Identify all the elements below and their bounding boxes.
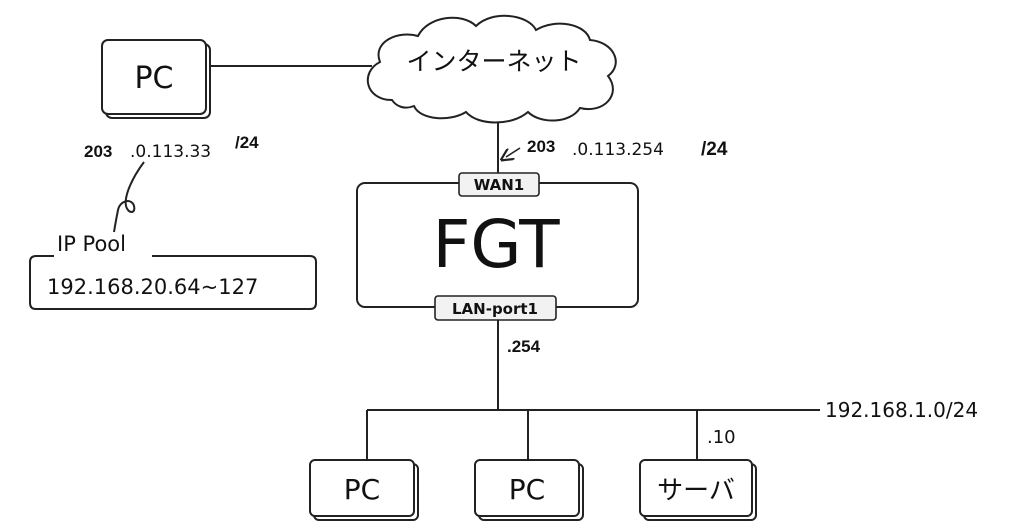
lan-gateway-ip: .254 xyxy=(507,337,541,356)
wan-ip-rest: .0.113.254 xyxy=(572,140,664,160)
cloud-shape xyxy=(366,14,617,124)
fgt-device: FGT WAN1 LAN-port1 xyxy=(356,172,639,321)
fgt-label: FGT xyxy=(432,206,560,283)
lan-network-label: 192.168.1.0/24 xyxy=(825,398,978,422)
cloud-label: インターネット xyxy=(406,47,581,76)
lan-pc-1: PC xyxy=(309,459,419,521)
lan-pc-2-label: PC xyxy=(509,473,545,506)
wan-ip-mask: /24 xyxy=(701,139,728,160)
remote-pc-ip-prefix: 203 xyxy=(84,142,112,161)
remote-pc-ip-mask: /24 xyxy=(235,133,259,152)
wan-ip: 203 .0.113.254 /24 xyxy=(506,137,728,160)
lan-pc-2-box xyxy=(474,459,580,517)
internet-cloud: インターネット xyxy=(366,14,617,124)
wan-port-label: WAN1 xyxy=(474,176,524,194)
lan-pc-1-label: PC xyxy=(344,473,380,506)
remote-pc-ip-rest: .0.113.33 xyxy=(130,142,211,162)
remote-pc-label: PC xyxy=(134,61,173,96)
lan-port-label: LAN-port1 xyxy=(452,300,538,318)
lan-port-tag xyxy=(434,295,557,321)
lan-server-ip: .10 xyxy=(707,427,736,448)
remote-pc-box xyxy=(101,39,207,115)
wan-ip-arrow xyxy=(506,147,521,157)
ip-pool-range: 192.168.20.64~127 xyxy=(47,275,258,299)
lan-server-label: サーバ xyxy=(657,476,735,506)
wan-port-tag xyxy=(458,172,540,197)
ip-pool-connector xyxy=(113,161,145,233)
remote-pc-ip: 203 .0.113.33 /24 xyxy=(84,133,259,162)
lan-pc-1-box xyxy=(309,459,415,517)
ip-pool: IP Pool 192.168.20.64~127 xyxy=(29,232,317,310)
ip-pool-border xyxy=(29,255,317,310)
wan-ip-prefix: 203 xyxy=(527,137,555,156)
connection-lines xyxy=(207,65,820,460)
lan-server-box xyxy=(639,459,753,517)
lan-server: サーバ xyxy=(639,459,757,521)
ip-pool-title: IP Pool xyxy=(57,232,126,256)
lan-pc-2: PC xyxy=(474,459,584,521)
remote-pc: PC xyxy=(101,39,211,119)
